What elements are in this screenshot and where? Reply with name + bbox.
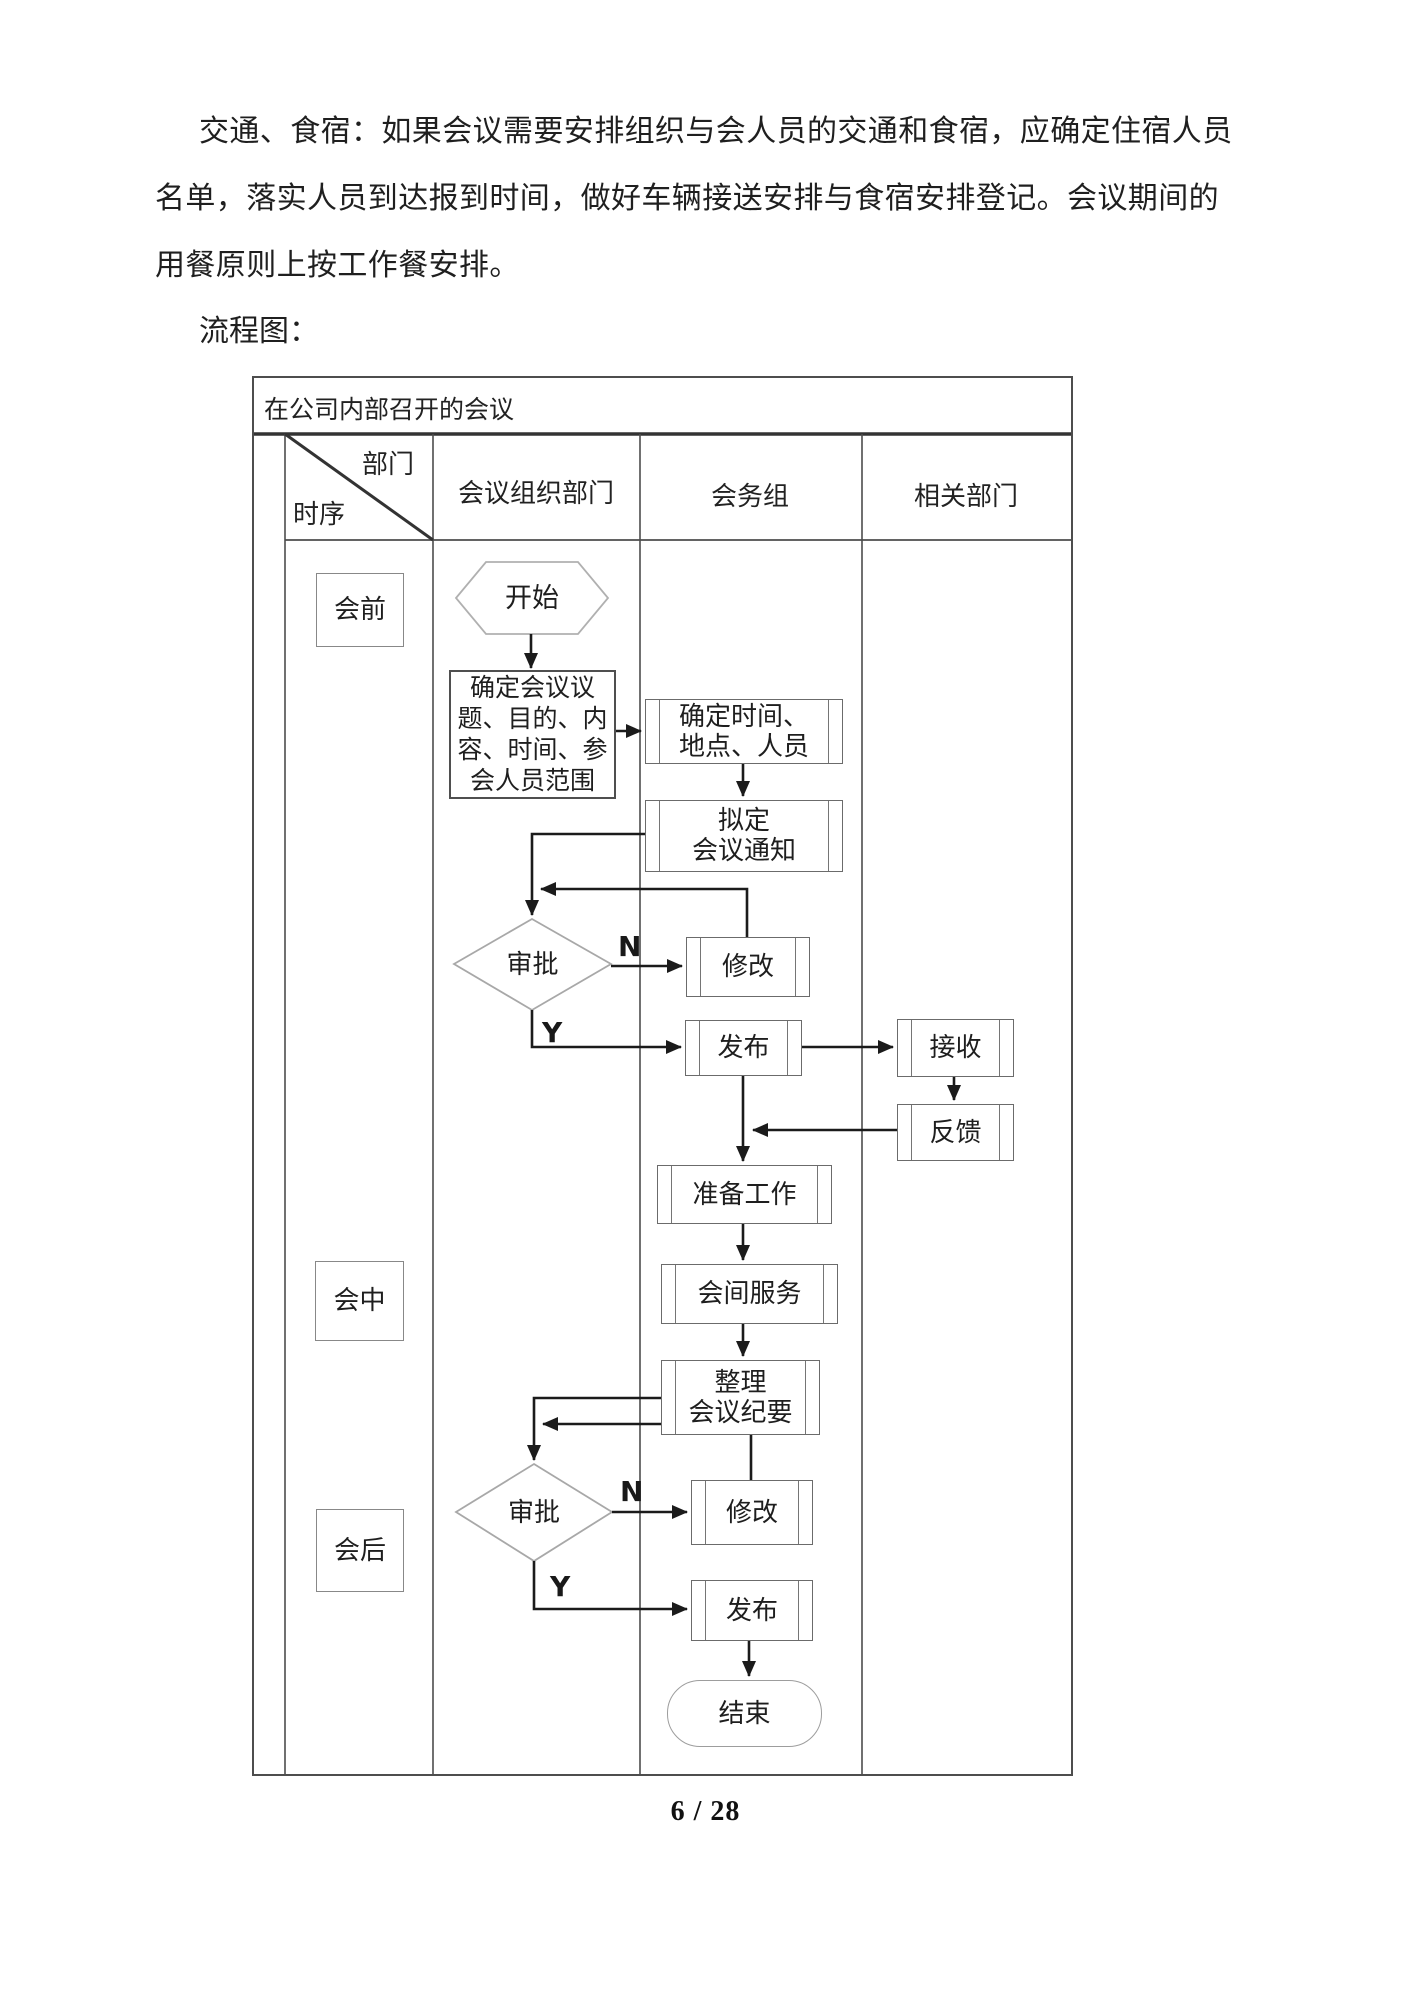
draft-notice-node: 拟定 会议通知	[645, 800, 843, 872]
header-time-label: 时序	[293, 500, 346, 529]
publish-node-2: 发布	[691, 1580, 813, 1641]
revise-node-2: 修改	[691, 1480, 813, 1545]
confirm-time-node: 确定时间、 地点、人员	[645, 699, 843, 764]
header-dept-label: 部门	[362, 450, 415, 479]
define-topic-node: 确定会议议 题、目的、内 容、时间、参 会人员范围	[449, 670, 616, 799]
lane-header-related-dept: 相关部门	[914, 482, 1019, 511]
paragraph-line-2: 名单，落实人员到达报到时间，做好车辆接送安排与食宿安排登记。会议期间的	[155, 182, 1219, 215]
revise-node-1: 修改	[686, 937, 810, 997]
paragraph-line-3: 用餐原则上按工作餐安排。	[155, 249, 520, 282]
lane-header-affairs-group: 会务组	[711, 482, 790, 511]
branch-yes-label-1: Y	[542, 1016, 563, 1049]
feedback-node: 反馈	[897, 1104, 1014, 1161]
phase-during-meeting: 会中	[315, 1261, 404, 1341]
phase-after-meeting: 会后	[316, 1509, 404, 1592]
flowchart-table: 在公司内部召开的会议 部门 时序 会议组织部门 会务组 相关部门 会前 会中 会…	[252, 376, 1073, 1776]
branch-no-label-2: N	[620, 1475, 644, 1508]
lane-header-organizer: 会议组织部门	[458, 479, 615, 508]
receive-node: 接收	[897, 1019, 1014, 1077]
meeting-service-node: 会间服务	[661, 1264, 838, 1324]
branch-yes-label-2: Y	[550, 1570, 571, 1603]
flowchart-lines	[254, 432, 1071, 1774]
start-node: 开始	[505, 583, 559, 613]
page-number: 6 / 28	[670, 1796, 741, 1827]
minutes-node: 整理 会议纪要	[661, 1360, 820, 1435]
flowchart-caption: 流程图：	[199, 315, 319, 348]
prepare-node: 准备工作	[657, 1165, 832, 1224]
branch-no-label-1: N	[618, 930, 642, 963]
paragraph-line-1: 交通、食宿：如果会议需要安排组织与会人员的交通和食宿，应确定住宿人员	[199, 115, 1233, 148]
flowchart-title: 在公司内部召开的会议	[264, 397, 515, 424]
approve-node-1: 审批	[506, 949, 559, 979]
approve-node-2: 审批	[507, 1497, 560, 1527]
publish-node-1: 发布	[685, 1020, 802, 1076]
end-node: 结束	[667, 1680, 822, 1747]
phase-before-meeting: 会前	[316, 573, 404, 647]
